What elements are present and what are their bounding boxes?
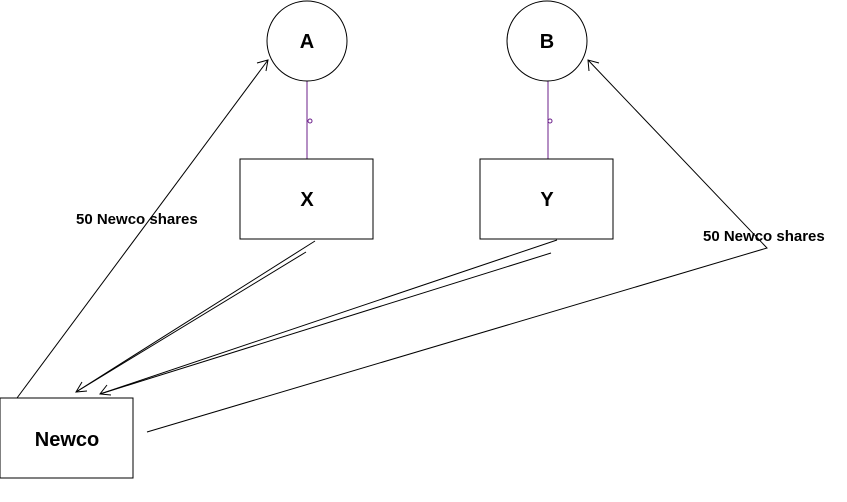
node-b: B bbox=[506, 0, 588, 82]
arrow-y-to-newco bbox=[99, 239, 558, 396]
node-b-label: B bbox=[540, 31, 554, 53]
ownership-link-b-y bbox=[547, 80, 553, 159]
edge-label-right: 50 Newco shares bbox=[703, 228, 825, 245]
edge-label-left: 50 Newco shares bbox=[76, 211, 198, 228]
arrow-newco-to-b bbox=[146, 59, 768, 433]
node-newco: Newco bbox=[0, 397, 134, 479]
arrow-newco-to-a bbox=[16, 59, 269, 399]
node-a-label: A bbox=[300, 31, 314, 53]
node-a: A bbox=[266, 0, 348, 82]
node-newco-label: Newco bbox=[35, 429, 99, 451]
node-y-label: Y bbox=[540, 189, 554, 211]
node-x: X bbox=[239, 158, 374, 240]
ownership-link-a-x bbox=[306, 80, 313, 159]
node-x-label: X bbox=[300, 189, 314, 211]
arrow-x-to-newco bbox=[75, 240, 316, 393]
node-y: Y bbox=[479, 158, 614, 240]
